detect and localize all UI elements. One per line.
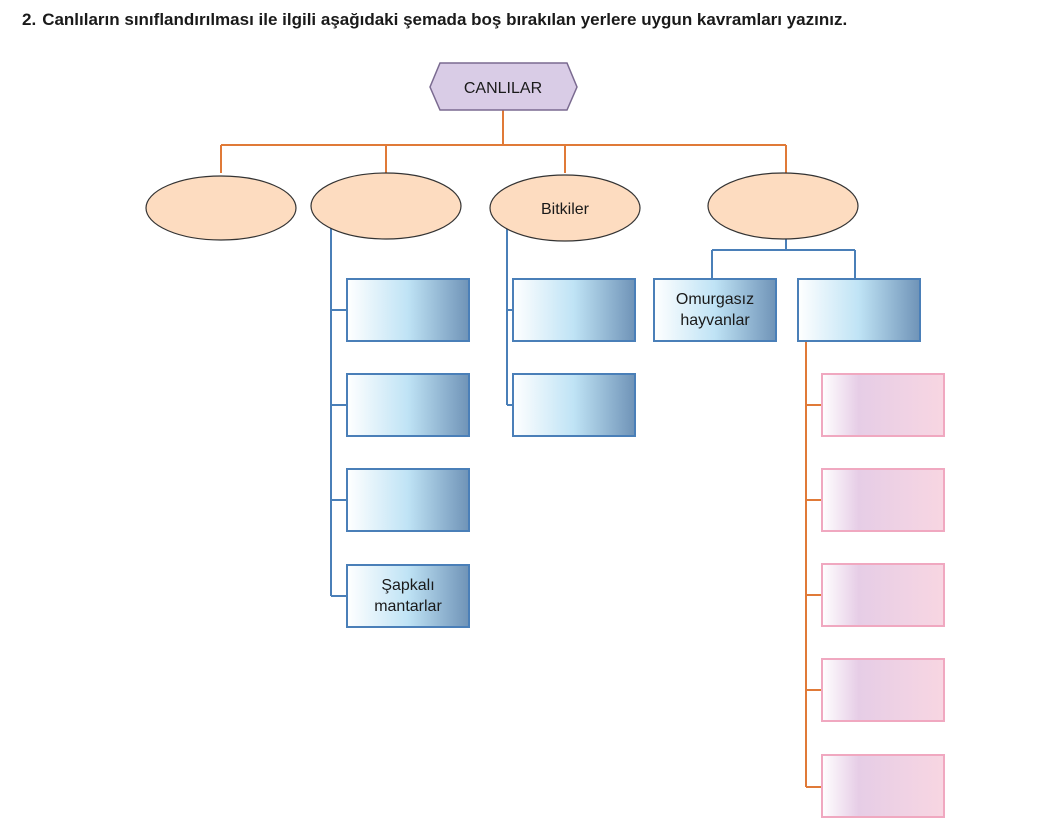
kingdom-node-3: Bitkiler (489, 174, 641, 242)
box-line-1: Omurgasız (676, 291, 754, 308)
vertebrate-box-2[interactable] (821, 468, 945, 532)
question-text: 2. Canlıların sınıflandırılması ile ilgil… (22, 10, 1042, 30)
k2-connectors (330, 228, 347, 597)
question-number: 2. (22, 10, 37, 29)
k4-box-1: Omurgasız hayvanlar (653, 278, 777, 342)
vertebrate-box-1[interactable] (821, 373, 945, 437)
kingdom-node-4[interactable] (707, 172, 859, 240)
question-body: Canlıların sınıflandırılması ile ilgili … (42, 10, 848, 29)
root-node: CANLILAR (429, 62, 578, 111)
vertebrate-connectors (805, 342, 822, 788)
kingdom-node-1[interactable] (145, 175, 297, 241)
k2-box-1[interactable] (346, 278, 470, 342)
k2-box-4: Şapkalı mantarlar (346, 564, 470, 628)
box-line-1: Şapkalı (381, 577, 434, 594)
k3-box-1[interactable] (512, 278, 636, 342)
k4-box-2[interactable] (797, 278, 921, 342)
k2-box-3[interactable] (346, 468, 470, 532)
root-label: CANLILAR (464, 80, 542, 97)
box-line-2: mantarlar (374, 598, 442, 615)
k2-box-2[interactable] (346, 373, 470, 437)
vertebrate-box-4[interactable] (821, 658, 945, 722)
kingdom-node-2[interactable] (310, 172, 462, 240)
root-connectors (220, 110, 787, 173)
vertebrate-box-3[interactable] (821, 563, 945, 627)
vertebrate-box-5[interactable] (821, 754, 945, 818)
kingdom-label: Bitkiler (541, 201, 590, 218)
box-line-2: hayvanlar (680, 312, 750, 329)
k4-connectors (711, 238, 856, 279)
k3-box-2[interactable] (512, 373, 636, 437)
